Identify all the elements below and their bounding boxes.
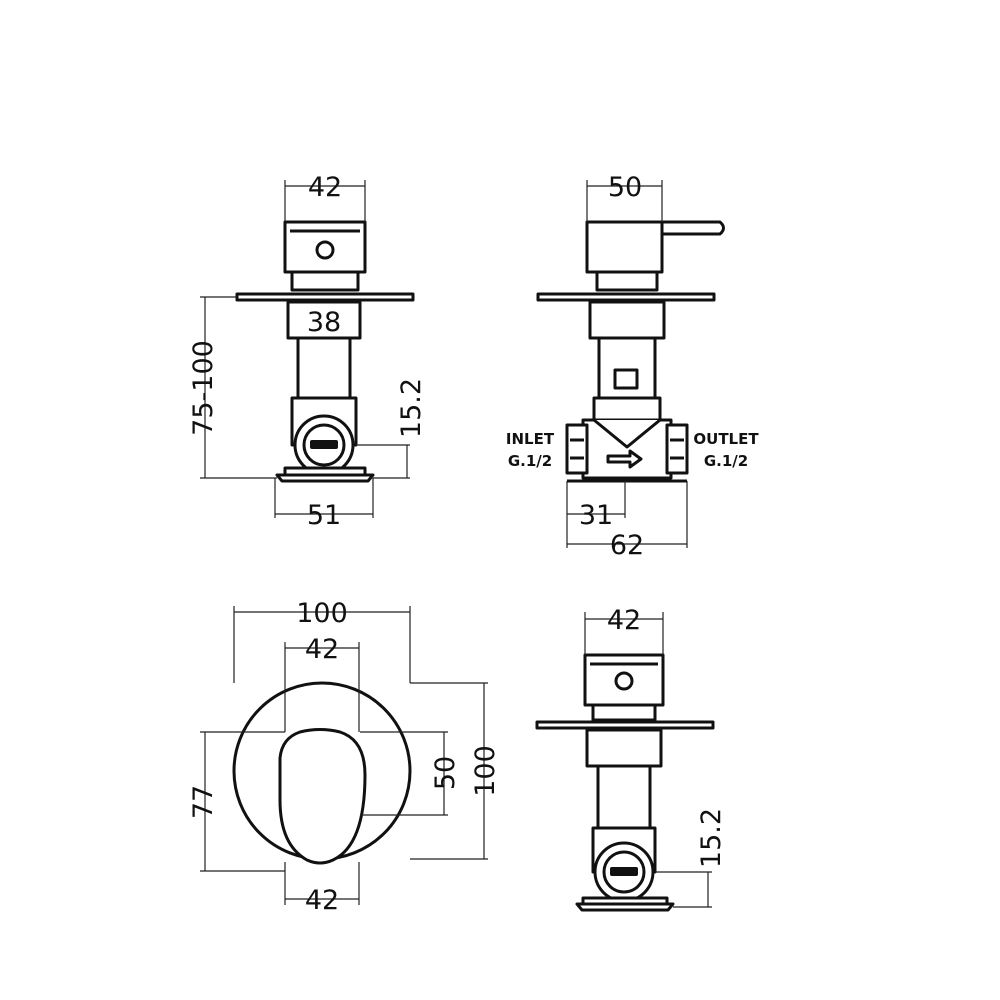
inlet-label: INLET (506, 430, 555, 448)
dim-front-width-base: 51 (307, 500, 341, 531)
side-view-dimensions: 50 31 62 (566, 172, 688, 561)
side-view-body (536, 220, 725, 483)
dim-plate-width: 100 (296, 598, 348, 629)
dim-front-height-pipe: 15.2 (396, 378, 427, 438)
inlet-thread: G.1/2 (508, 452, 552, 470)
dim-front-height-range: 75-100 (188, 340, 219, 436)
side-view: INLET G.1/2 OUTLET G.1/2 50 31 62 (506, 172, 759, 561)
dim-side-total-width: 62 (610, 530, 644, 561)
front-view-2: 42 15.2 (535, 605, 727, 912)
side-view-labels: INLET G.1/2 OUTLET G.1/2 (506, 430, 759, 470)
plate-view-dimensions: 100 42 42 50 100 77 (188, 598, 501, 916)
dim-front-width-top: 42 (308, 172, 342, 203)
dim-plate-handle-width-top: 42 (305, 634, 339, 665)
front-view: 42 38 75-100 15.2 51 (188, 172, 427, 531)
front-view-2-dimensions: 42 15.2 (584, 605, 727, 908)
front-view-dimensions: 42 38 75-100 15.2 51 (188, 172, 427, 531)
dim-front-width-escutcheon: 38 (307, 307, 341, 338)
plate-view-body (232, 681, 412, 865)
dim-front2-height-pipe: 15.2 (696, 808, 727, 868)
dim-plate-height: 100 (470, 745, 501, 797)
outlet-label: OUTLET (693, 430, 759, 448)
dim-side-width-top: 50 (608, 172, 642, 203)
dim-front2-width-top: 42 (607, 605, 641, 636)
dim-plate-centre-height: 77 (188, 785, 219, 819)
plate-view: 100 42 42 50 100 77 (188, 598, 501, 916)
front-view-body (235, 220, 415, 483)
front-view-2-body (535, 653, 715, 912)
dim-plate-handle-width-bottom: 42 (305, 885, 339, 916)
outlet-thread: G.1/2 (704, 452, 748, 470)
dim-plate-handle-height: 50 (430, 756, 461, 790)
dim-side-inlet-offset: 31 (579, 500, 613, 531)
